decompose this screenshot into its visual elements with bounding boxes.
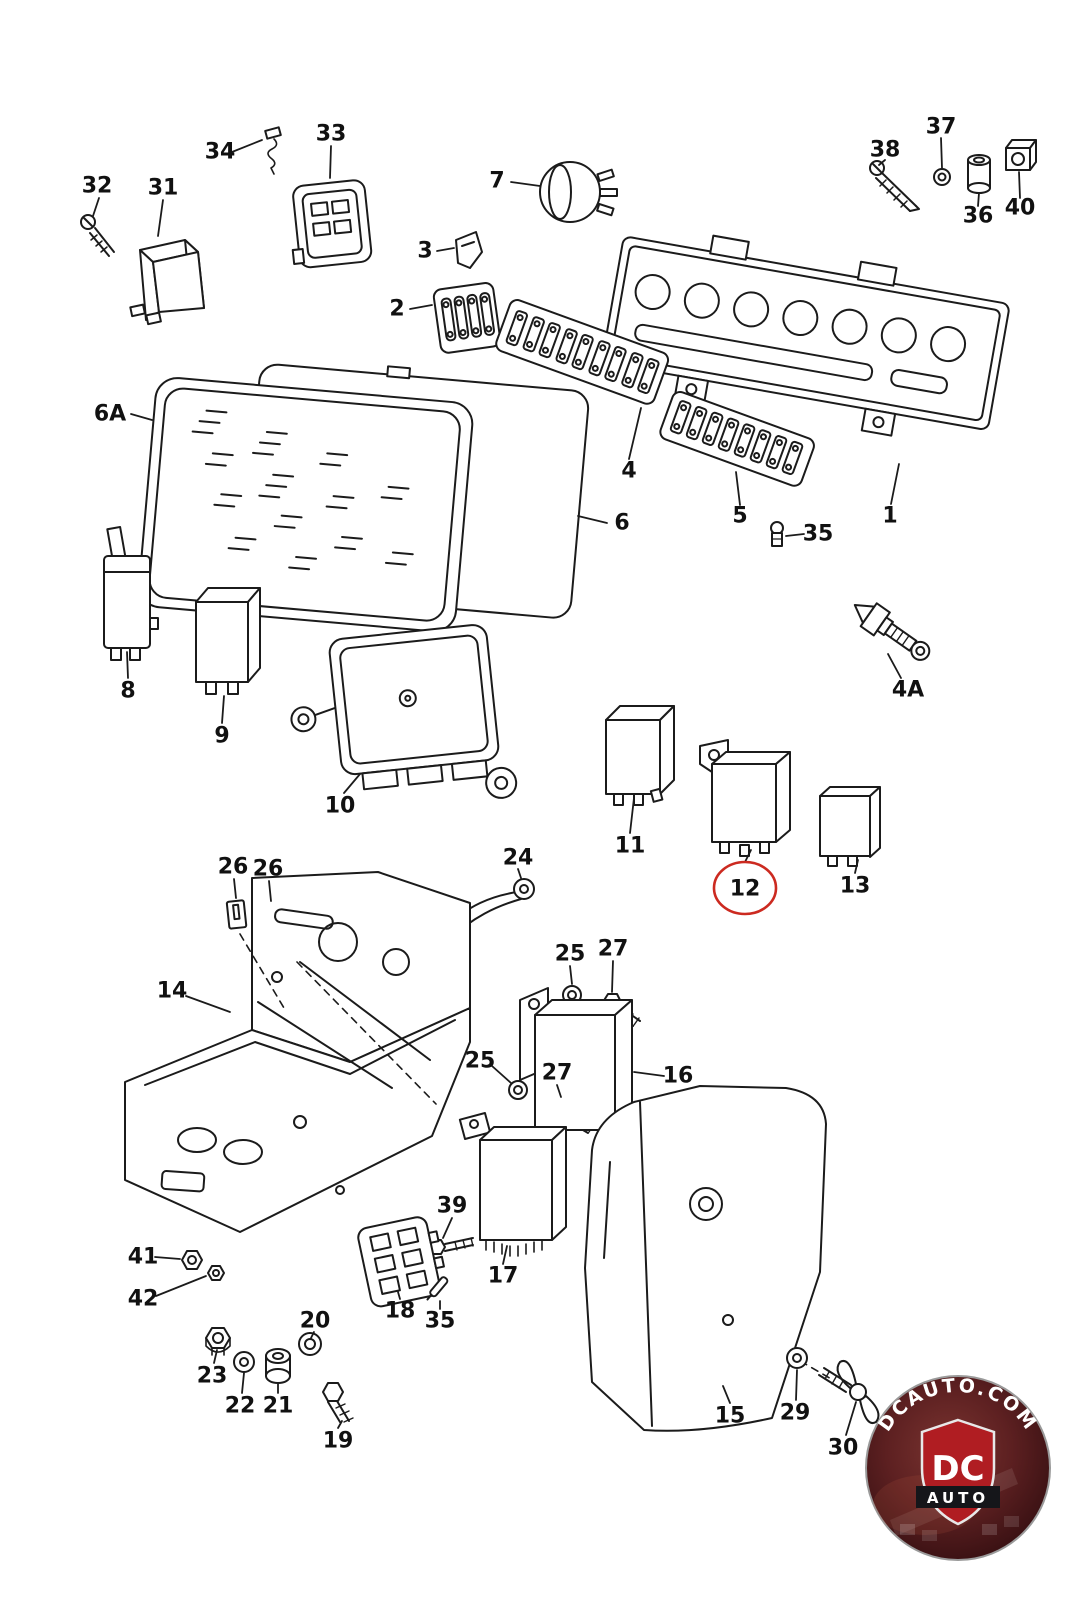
part-20-washer (298, 1332, 322, 1356)
part-4a-sensor (853, 602, 931, 661)
part-37-washer (933, 168, 951, 186)
part-19-bolt (322, 1382, 354, 1423)
part-4-fuse-strip (495, 299, 670, 405)
part-3-clip (455, 231, 483, 269)
part-8-relay (103, 526, 159, 661)
logo-sub-text: AUTO (927, 1489, 989, 1507)
lens-markings (191, 409, 414, 571)
drawing-root (80, 126, 1037, 1436)
part-21-bushing (265, 1348, 291, 1384)
part-32-screw (80, 214, 115, 257)
part-11-relay (605, 705, 675, 806)
part-26-clip (225, 899, 248, 930)
part-22-washer (233, 1351, 255, 1373)
part-15-cover (584, 1085, 827, 1432)
part-34-fastener (264, 126, 282, 175)
part-36-bushing (967, 154, 991, 194)
highlight-circle (712, 860, 778, 916)
part-18-connector (357, 1216, 445, 1308)
dcauto-logo: DCAUTO.COM DC AUTO (865, 1375, 1051, 1561)
part-42-nut (207, 1265, 225, 1281)
part-2-fuse-block (432, 282, 502, 354)
part-7-sensor (539, 161, 618, 223)
logo-band (916, 1486, 1000, 1508)
part-35-pin (426, 1276, 449, 1301)
part-38-screw (869, 160, 920, 212)
part-30-wing-bolt (818, 1360, 880, 1424)
part-17-relay (458, 1111, 567, 1257)
part-1-mounting-panel (601, 234, 1010, 437)
part-16-relay (519, 987, 633, 1131)
part-5-fuse-strip (659, 391, 815, 487)
part-23-nut (205, 1327, 231, 1356)
part-9-relay (195, 587, 261, 695)
part-31-relay (129, 239, 205, 326)
part-29-washer (786, 1347, 808, 1369)
logo-brand-text: DC (931, 1449, 984, 1489)
part-6a-lens (138, 377, 474, 633)
part-25-washer (508, 1080, 528, 1100)
part-33-connector (291, 179, 373, 269)
part-12-relay (699, 739, 791, 857)
leader-lines (92, 137, 1021, 1436)
part-14-frame (124, 871, 471, 1233)
part-13-relay (819, 786, 881, 867)
part-35-bulb (770, 521, 784, 547)
part-10-control-unit (290, 624, 518, 799)
part-40-nut (1005, 139, 1037, 171)
part-41-nut (181, 1250, 203, 1270)
